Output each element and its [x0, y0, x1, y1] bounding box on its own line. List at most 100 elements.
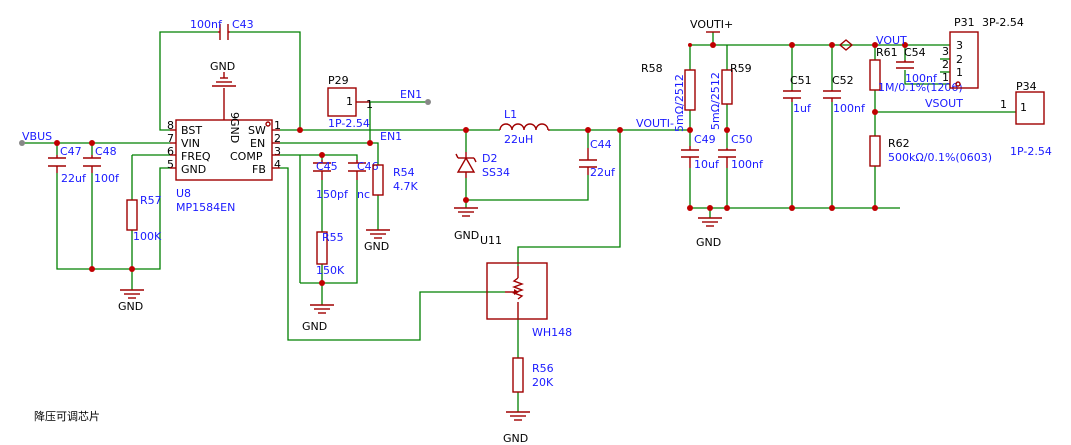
gnd-symbol: GND [503, 411, 530, 445]
sheet-caption: 降压可调芯片 [34, 409, 100, 423]
p29-ref: P29 [328, 74, 349, 87]
c49-ref: C49 [694, 133, 716, 146]
c44-value: 22uf [590, 166, 616, 179]
c43-capacitor[interactable]: 100nf C43 [190, 18, 254, 40]
c50-value: 100nf [731, 158, 764, 171]
c54-value: 100nf [905, 72, 938, 85]
c51-capacitor[interactable]: C51 1uf [783, 74, 812, 115]
c52-capacitor[interactable]: C52 100nf [823, 74, 866, 115]
gnd-label: GND [696, 236, 721, 249]
u8-pin-num: 7 [167, 132, 174, 145]
c51-value: 1uf [793, 102, 812, 115]
p31-connector[interactable]: 3 2 1 3 2 1 P31 3P-2.54 [942, 16, 1024, 89]
r59-resistor[interactable]: R59 5mΩ/2512 [709, 62, 752, 130]
r62-ref: R62 [888, 137, 910, 150]
r56-ref: R56 [532, 362, 554, 375]
u8-pin-gnd-top-label: GND [228, 118, 241, 143]
u8-pin-num: 3 [274, 145, 281, 158]
r56-resistor[interactable]: R56 20K [512, 357, 554, 393]
c49-capacitor[interactable]: C49 10uf [681, 133, 720, 171]
d2-part: SS34 [482, 166, 510, 179]
u8-pin-num: 1 [274, 119, 281, 132]
gnd-symbol: GND [696, 217, 722, 249]
c52-value: 100nf [833, 102, 866, 115]
p29-connector[interactable]: 1 1 P29 1P-2.54 EN1 [327, 74, 431, 130]
c54-capacitor[interactable]: C54 100nf [896, 46, 938, 85]
gnd-symbol: GND [210, 60, 236, 87]
c44-ref: C44 [590, 138, 612, 151]
vouti-plus-net: VOUTI+ [690, 18, 733, 33]
p34-pin-number: 1 [1000, 98, 1007, 111]
gnd-label: GND [210, 60, 235, 73]
l1-ref: L1 [504, 108, 517, 121]
vouti-plus-label: VOUTI+ [690, 18, 733, 31]
c44-capacitor[interactable]: C44 22uf [579, 138, 616, 179]
r59-ref: R59 [730, 62, 752, 75]
gnd-symbol: GND [364, 229, 390, 253]
r58-ref: R58 [641, 62, 663, 75]
l1-inductor[interactable]: L1 22uH [499, 108, 550, 146]
p29-pin-number: 1 [366, 98, 373, 111]
gnd-symbol: GND [454, 207, 479, 242]
u11-part: WH148 [532, 326, 572, 339]
gnd-label: GND [364, 240, 389, 253]
d2-ref: D2 [482, 152, 497, 165]
c45-capacitor[interactable]: C45 150pf [313, 160, 349, 201]
p31-ref: P31 [954, 16, 975, 29]
vsout-label: VSOUT [925, 97, 963, 110]
p31-pin-label: 3 [956, 39, 963, 52]
vout-label: VOUT [876, 34, 907, 47]
r54-value: 4.7K [393, 180, 418, 193]
p31-footprint: 3P-2.54 [982, 16, 1024, 29]
c50-capacitor[interactable]: C50 100nf [718, 133, 764, 171]
u8-pin-num: 5 [167, 158, 174, 171]
p29-footprint: 1P-2.54 [328, 117, 370, 130]
r58-value: 5mΩ/2512 [673, 74, 686, 132]
u8-pin-fb-label: FB [252, 163, 266, 176]
c48-ref: C48 [95, 145, 117, 158]
u8-ic[interactable]: BST VIN FREQ GND SW EN COMP FB 8 7 6 5 1… [167, 88, 281, 214]
u8-pin-sw-label: SW [248, 124, 266, 137]
u8-pin-bst-label: BST [181, 124, 202, 137]
c47-value: 22uf [61, 172, 87, 185]
u8-ref: U8 [176, 187, 191, 200]
u8-pin-gnd-label: GND [181, 163, 206, 176]
u11-ref: U11 [480, 234, 502, 247]
r62-resistor[interactable]: R62 500kΩ/0.1%(0603) [869, 135, 992, 167]
gnd-label: GND [302, 320, 327, 333]
u8-pin-en-label: EN [250, 137, 265, 150]
c48-capacitor[interactable]: C48 100f [83, 145, 120, 185]
p31-pin-number: 2 [942, 58, 949, 71]
c52-ref: C52 [832, 74, 854, 87]
r58-resistor[interactable]: R58 5mΩ/2512 [641, 62, 696, 132]
r61-value: 1M/0.1%(1206) [878, 81, 963, 94]
u8-pin-freq-label: FREQ [181, 150, 211, 163]
p34-ref: P34 [1016, 80, 1037, 93]
c47-ref: C47 [60, 145, 82, 158]
l1-value: 22uH [504, 133, 533, 146]
r57-resistor[interactable]: R57 100K [126, 194, 162, 243]
p34-pin-label: 1 [1020, 101, 1027, 114]
vbus-label: VBUS [22, 130, 52, 143]
p31-pin-number: 3 [942, 45, 949, 58]
gnd-symbol: GND [302, 304, 334, 333]
r62-value: 500kΩ/0.1%(0603) [888, 151, 992, 164]
u8-pin-num: 2 [274, 132, 281, 145]
c46-capacitor[interactable]: C46 nc [348, 160, 379, 201]
u11-potentiometer[interactable]: U11 WH148 [480, 234, 572, 339]
p34-footprint: 1P-2.54 [1010, 145, 1052, 158]
p34-connector[interactable]: 1 1 P34 1P-2.54 [1000, 80, 1052, 158]
p29-pin-label: 1 [346, 95, 353, 108]
r55-ref: R55 [322, 231, 344, 244]
c51-ref: C51 [790, 74, 812, 87]
c47-capacitor[interactable]: C47 22uf [48, 145, 87, 185]
r54-resistor[interactable]: R54 4.7K [372, 164, 418, 196]
r61-resistor[interactable]: VOUT R61 1M/0.1%(1206) [869, 34, 963, 94]
r55-resistor[interactable]: R55 150K [316, 231, 345, 277]
r57-value: 100K [133, 230, 162, 243]
u8-pin-num: 9 [228, 112, 241, 119]
d2-diode[interactable]: D2 SS34 [455, 152, 510, 179]
net-marker-icon [838, 39, 854, 51]
r57-ref: R57 [140, 194, 162, 207]
p31-pin-label: 1 [956, 66, 963, 79]
